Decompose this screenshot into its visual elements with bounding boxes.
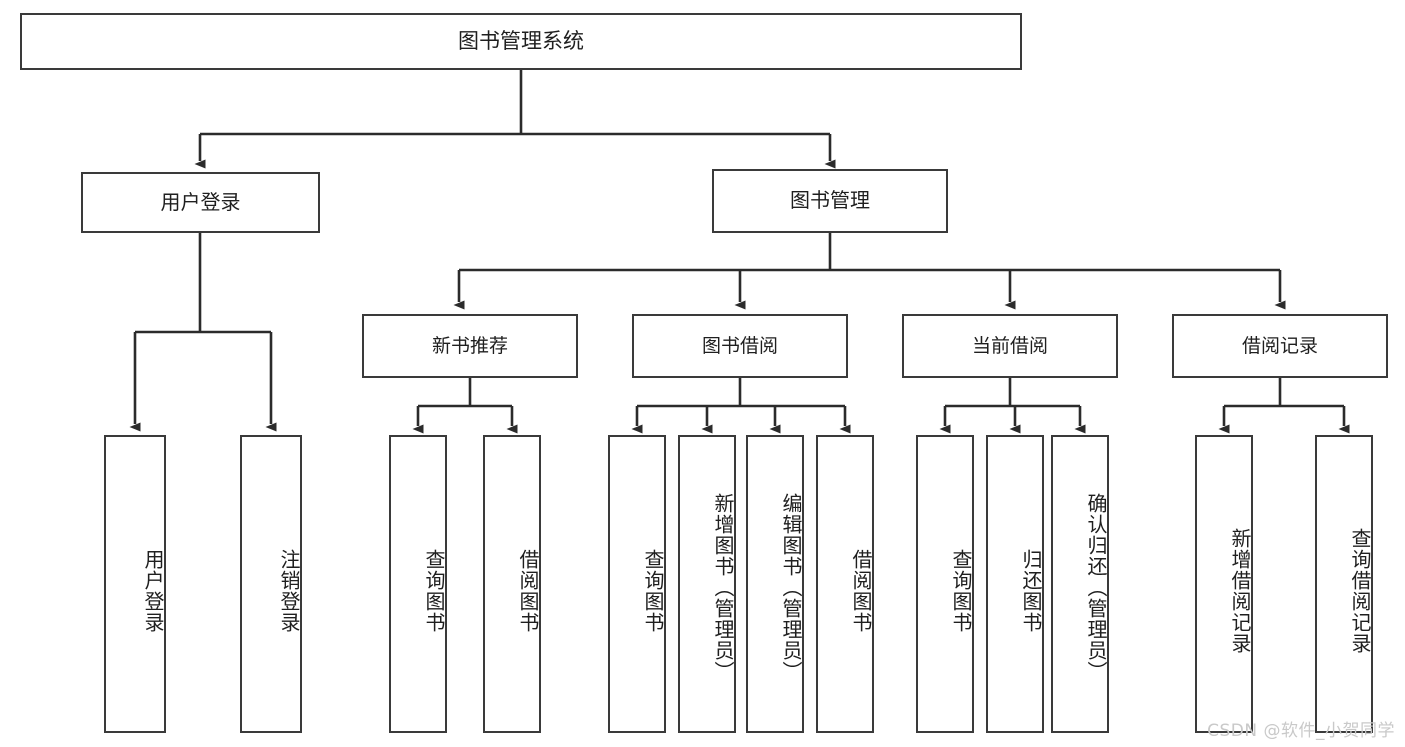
node-new-book-recommend[interactable]: 新书推荐 bbox=[362, 314, 578, 378]
node-root-system[interactable]: 图书管理系统 bbox=[20, 13, 1022, 70]
leaf-user-login[interactable]: 用户登录 bbox=[104, 435, 166, 733]
node-book-borrow[interactable]: 图书借阅 bbox=[632, 314, 848, 378]
csdn-watermark: CSDN @软件_小贺同学 bbox=[1207, 721, 1395, 741]
node-label: 借阅图书 bbox=[516, 549, 540, 633]
node-label: 查询图书 bbox=[641, 549, 665, 633]
node-label: 查询图书 bbox=[949, 549, 973, 633]
node-label: 确认归还（管理员） bbox=[1084, 492, 1108, 682]
leaf-add-book-admin[interactable]: 新增图书（管理员） bbox=[678, 435, 736, 733]
node-label: 新增借阅记录 bbox=[1228, 528, 1252, 654]
node-label: 注销登录 bbox=[277, 549, 301, 633]
leaf-query-borrow-record[interactable]: 查询借阅记录 bbox=[1315, 435, 1373, 733]
leaf-edit-book-admin[interactable]: 编辑图书（管理员） bbox=[746, 435, 804, 733]
node-label: 图书管理 bbox=[790, 188, 870, 213]
node-label: 归还图书 bbox=[1019, 549, 1043, 633]
node-label: 查询图书 bbox=[422, 549, 446, 633]
leaf-borrow-book-recommend[interactable]: 借阅图书 bbox=[483, 435, 541, 733]
leaf-query-book-current[interactable]: 查询图书 bbox=[916, 435, 974, 733]
node-current-borrow[interactable]: 当前借阅 bbox=[902, 314, 1118, 378]
leaf-add-borrow-record[interactable]: 新增借阅记录 bbox=[1195, 435, 1253, 733]
node-label: 图书管理系统 bbox=[458, 29, 584, 54]
node-label: 用户登录 bbox=[160, 189, 241, 214]
leaf-confirm-return-admin[interactable]: 确认归还（管理员） bbox=[1051, 435, 1109, 733]
leaf-query-book-borrow[interactable]: 查询图书 bbox=[608, 435, 666, 733]
leaf-borrow-book[interactable]: 借阅图书 bbox=[816, 435, 874, 733]
leaf-query-book-recommend[interactable]: 查询图书 bbox=[389, 435, 447, 733]
node-label: 编辑图书（管理员） bbox=[779, 492, 803, 682]
node-borrow-record[interactable]: 借阅记录 bbox=[1172, 314, 1388, 378]
node-label: 当前借阅 bbox=[971, 334, 1048, 357]
node-label: 借阅记录 bbox=[1241, 334, 1318, 357]
node-label: 图书借阅 bbox=[701, 334, 778, 357]
node-book-manage[interactable]: 图书管理 bbox=[712, 169, 948, 233]
node-label: 新书推荐 bbox=[431, 334, 508, 357]
leaf-logout-login[interactable]: 注销登录 bbox=[240, 435, 302, 733]
node-label: 新增图书（管理员） bbox=[711, 492, 735, 682]
leaf-return-book[interactable]: 归还图书 bbox=[986, 435, 1044, 733]
node-label: 借阅图书 bbox=[849, 549, 873, 633]
node-label: 用户登录 bbox=[141, 549, 165, 633]
node-user-login[interactable]: 用户登录 bbox=[81, 172, 320, 233]
node-label: 查询借阅记录 bbox=[1348, 528, 1372, 654]
